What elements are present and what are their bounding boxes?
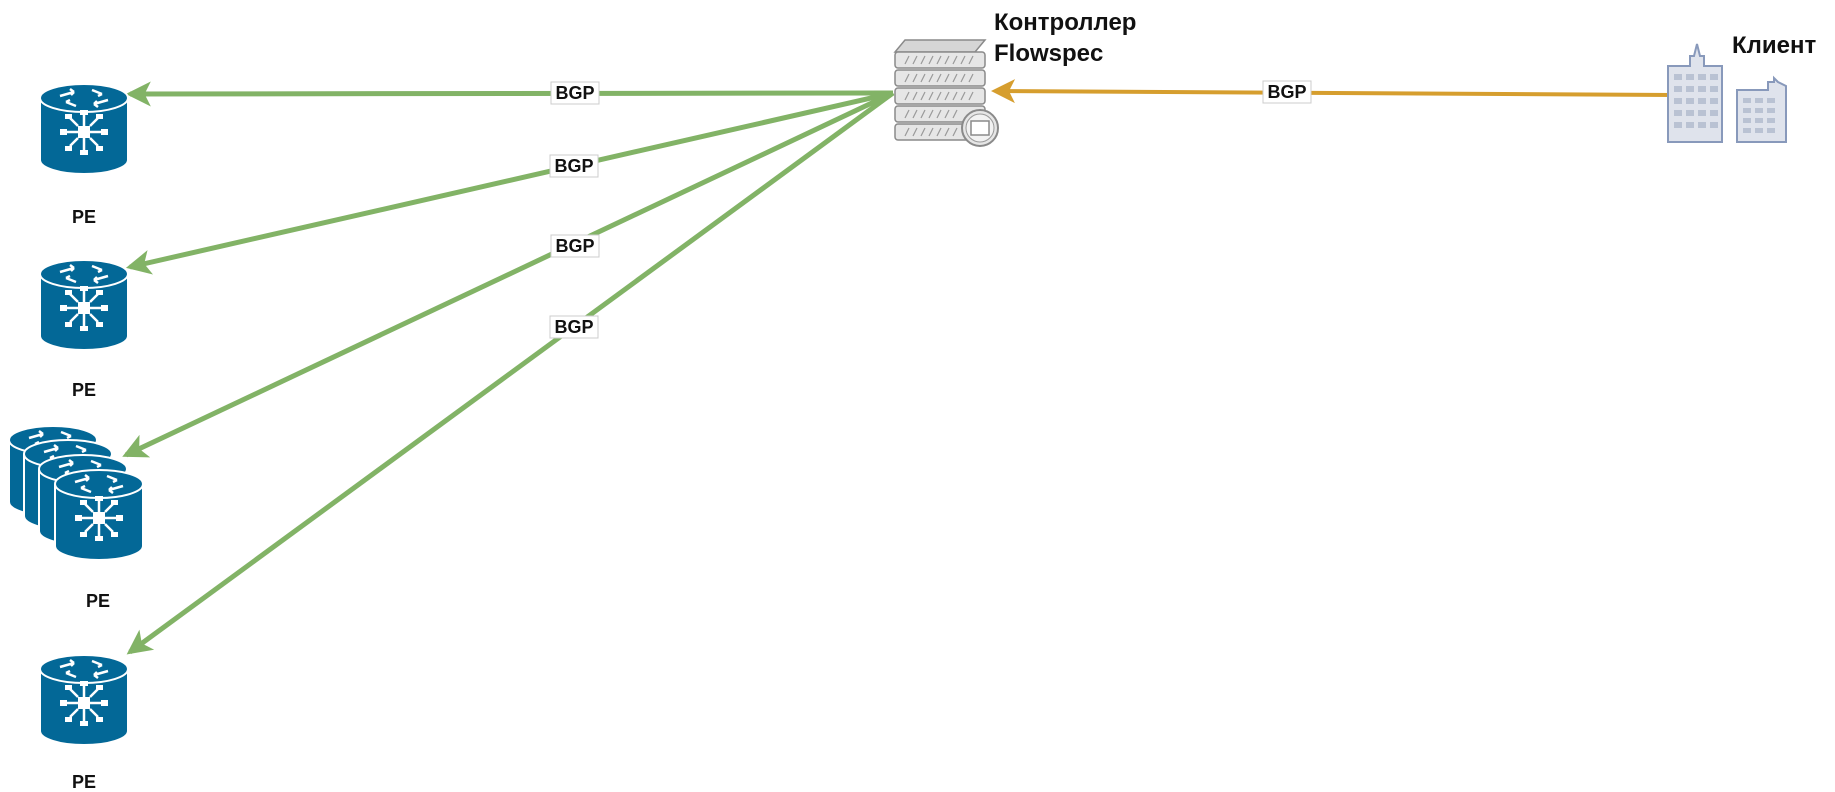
client-label: Клиент [1732,32,1816,59]
edge-label-client-controller: BGP [1262,80,1312,104]
server-stack-icon [893,39,999,147]
pe-label: PE [86,591,110,611]
edge-controller-pe1 [125,81,894,107]
pe-label: PE [72,772,96,792]
router-icon [38,82,130,176]
pe-node-4: PE [38,653,130,792]
office-buildings-icon [1667,43,1787,143]
edge-controller-pe2 [125,90,894,275]
svg-text:BGP: BGP [554,156,593,176]
edge-controller-pe4 [126,90,895,655]
router-icon [38,258,130,352]
controller-label-line1: Контроллер [994,9,1136,36]
svg-text:BGP: BGP [1267,82,1306,102]
router-stack-icon [7,424,145,562]
svg-text:BGP: BGP [555,83,594,103]
pe-node-3: PE [7,424,145,611]
client-node: Клиент [1667,32,1816,143]
pe-label: PE [72,380,96,400]
edge-label-controller-pe3: BGP [550,234,600,258]
edge-controller-pe3 [122,90,895,458]
edge-label-controller-pe2: BGP [549,154,599,178]
svg-text:BGP: BGP [554,317,593,337]
pe-node-1: PE [38,82,130,227]
controller-node: Контроллер Flowspec [893,9,1136,147]
svg-text:BGP: BGP [555,236,594,256]
edge-label-controller-pe1: BGP [550,81,600,105]
edge-client-controller [991,79,1673,104]
router-icon [38,653,130,747]
controller-label-line2: Flowspec [994,40,1103,67]
pe-node-2: PE [38,258,130,400]
pe-label: PE [72,207,96,227]
edge-label-controller-pe4: BGP [549,315,599,339]
